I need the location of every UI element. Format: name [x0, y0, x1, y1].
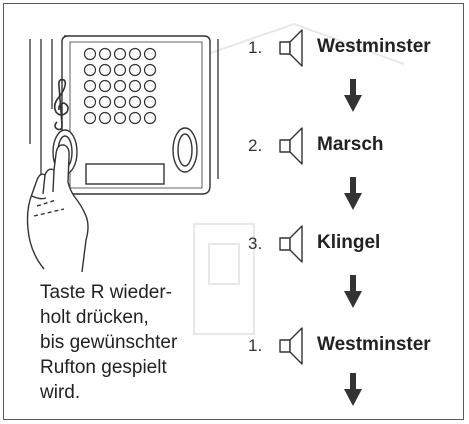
arrow-down-icon — [344, 79, 362, 112]
ringtone-label: Marsch — [317, 134, 384, 155]
speaker-icon — [279, 127, 303, 165]
speaker-icon — [279, 29, 303, 67]
speaker-icon — [279, 327, 303, 365]
step-number: 1. — [248, 38, 263, 57]
treble-clef-icon — [53, 78, 69, 131]
speaker-icon — [279, 225, 303, 263]
speaker-grille — [83, 47, 157, 125]
ringtone-label: Westminster — [317, 334, 431, 355]
hand-icon — [26, 144, 89, 273]
door-station-illustration — [26, 22, 405, 406]
diagram-frame: 1. Westminster 2. Marsch 3. Klingel 1. W… — [3, 3, 464, 420]
instruction-text: Taste R wieder- holt drücken, bis gewüns… — [40, 282, 178, 403]
step-number: 2. — [248, 136, 263, 155]
arrow-down-icon — [344, 177, 362, 210]
side-button-right — [172, 127, 198, 173]
step-number: 3. — [248, 234, 263, 253]
ringtone-label: Klingel — [317, 232, 381, 253]
wall-lines — [29, 39, 219, 179]
ringtone-label: Westminster — [317, 36, 431, 57]
arrow-down-icon — [344, 373, 362, 406]
arrow-down-icon — [344, 275, 362, 308]
step-number: 1. — [248, 336, 263, 355]
background-watermark — [178, 22, 405, 335]
name-plate — [85, 163, 165, 185]
